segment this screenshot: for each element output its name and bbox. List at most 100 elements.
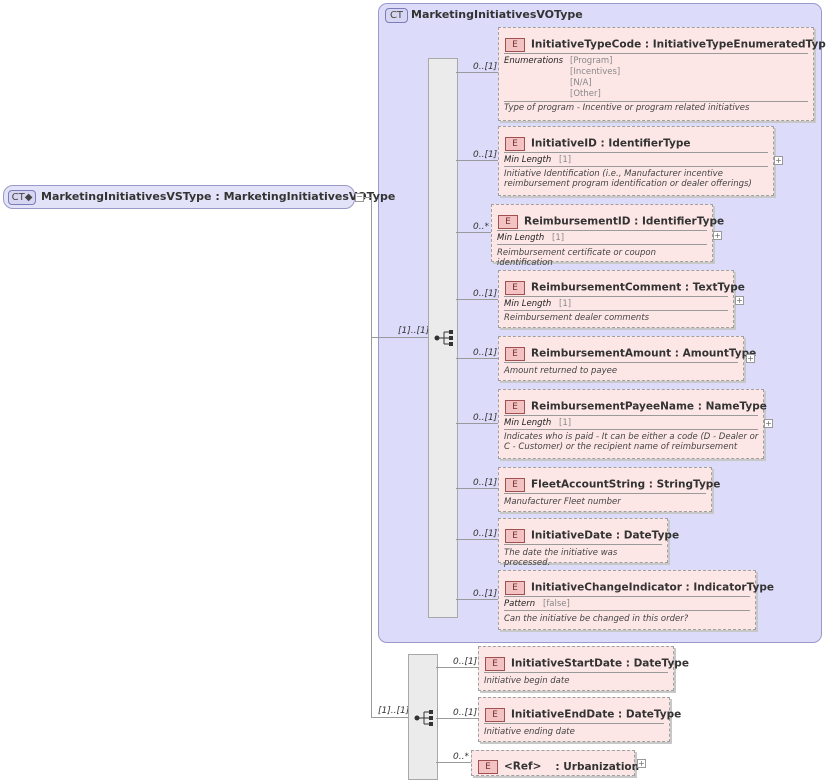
element-badge: E bbox=[498, 214, 518, 229]
element-badge: E bbox=[505, 399, 525, 414]
separator-line bbox=[504, 544, 662, 545]
connector bbox=[456, 423, 498, 424]
connector bbox=[364, 197, 372, 198]
separator-line bbox=[504, 53, 808, 54]
facet-label: Min Length bbox=[504, 418, 552, 428]
separator-line bbox=[484, 672, 668, 673]
element-box[interactable]: E<Ref>: Urbanization bbox=[471, 750, 639, 776]
separator-line bbox=[504, 415, 758, 416]
connector bbox=[436, 762, 472, 763]
element-ref: <Ref> bbox=[504, 760, 542, 773]
root-badge: CT◆ bbox=[8, 190, 36, 205]
element-documentation: Initiative Identification (i.e., Manufac… bbox=[504, 169, 752, 189]
separator-line bbox=[497, 244, 707, 245]
element-box[interactable]: E ReimbursementPayeeName : NameType Min L… bbox=[498, 389, 767, 459]
element-badge: E bbox=[505, 346, 525, 361]
expand-toggle[interactable]: + bbox=[637, 759, 646, 768]
element-name: ReimbursementComment : TextType bbox=[531, 281, 745, 294]
element-documentation: The date the initiative was processed. bbox=[504, 548, 618, 568]
element-name: ReimbursementID : IdentifierType bbox=[524, 215, 725, 228]
separator-line bbox=[504, 429, 758, 430]
facet-value: [1] bbox=[559, 155, 572, 165]
expand-toggle[interactable]: + bbox=[746, 354, 755, 363]
connector bbox=[371, 337, 429, 338]
element-documentation: Reimbursement dealer comments bbox=[504, 313, 650, 323]
expand-toggle[interactable]: + bbox=[774, 156, 783, 165]
occurrence-label: 0..[1] bbox=[473, 348, 498, 358]
connector bbox=[436, 718, 478, 719]
root-name: MarketingInitiativesVSType : MarketingIn… bbox=[41, 190, 396, 203]
connector bbox=[456, 160, 498, 161]
separator-line bbox=[504, 152, 768, 153]
separator-line bbox=[504, 101, 808, 102]
facet-value: [N/A] bbox=[570, 78, 592, 88]
separator-line bbox=[504, 493, 706, 494]
occurrence-label: 0..[1] bbox=[473, 62, 498, 72]
connector bbox=[456, 599, 498, 600]
occurrence-label: 0..* bbox=[453, 752, 469, 762]
element-name: InitiativeChangeIndicator : IndicatorTyp… bbox=[531, 581, 775, 594]
separator-line bbox=[504, 610, 750, 611]
occurrence-label: 0..[1] bbox=[473, 529, 498, 539]
occurrence-label: 0..[1] bbox=[473, 589, 498, 599]
element-name: ReimbursementAmount : AmountType bbox=[531, 347, 757, 360]
occurrence-label: 0..[1] bbox=[473, 289, 498, 299]
group-occurrence: [1]..[1] bbox=[378, 706, 410, 716]
element-name: InitiativeTypeCode : InitiativeTypeEnume… bbox=[531, 38, 826, 51]
separator-line bbox=[497, 230, 707, 231]
element-documentation: Type of program - Incentive or program r… bbox=[504, 103, 750, 113]
expand-toggle[interactable]: + bbox=[764, 419, 773, 428]
facet-value: [false] bbox=[543, 599, 570, 609]
facet-value: [1] bbox=[559, 299, 572, 309]
element-documentation: Initiative ending date bbox=[484, 727, 575, 737]
element-badge: E bbox=[505, 136, 525, 151]
element-badge: E bbox=[505, 280, 525, 295]
connector bbox=[436, 667, 478, 668]
group-occurrence: [1]..[1] bbox=[398, 326, 430, 336]
element-name: InitiativeStartDate : DateType bbox=[511, 657, 689, 670]
sequence-compositor[interactable] bbox=[428, 58, 458, 618]
occurrence-label: 0..[1] bbox=[473, 478, 498, 488]
sequence-icon bbox=[434, 330, 453, 346]
element-documentation: Manufacturer Fleet number bbox=[504, 497, 621, 507]
occurrence-label: 0..[1] bbox=[453, 657, 478, 667]
expand-toggle[interactable]: + bbox=[713, 231, 722, 240]
root-element[interactable]: CT◆ MarketingInitiativesVSType : Marketi… bbox=[3, 185, 395, 209]
expand-toggle[interactable]: + bbox=[735, 296, 744, 305]
facet-value: [1] bbox=[552, 233, 565, 243]
sequence-compositor[interactable] bbox=[408, 654, 438, 780]
facet-value: [Other] bbox=[570, 89, 601, 99]
connector bbox=[456, 299, 498, 300]
element-header: E ReimbursementComment : TextType bbox=[505, 277, 745, 295]
element-header: E ReimbursementAmount : AmountType bbox=[505, 343, 757, 361]
element-header: E<Ref>: Urbanization bbox=[478, 756, 639, 774]
element-documentation: Indicates who is paid - It can be either… bbox=[504, 432, 759, 452]
element-name: FleetAccountString : StringType bbox=[531, 478, 721, 491]
connector bbox=[371, 197, 372, 717]
facet-label: Min Length bbox=[504, 155, 552, 165]
collapse-root-toggle[interactable]: − bbox=[355, 192, 364, 202]
connector bbox=[456, 232, 492, 233]
element-badge: E bbox=[485, 656, 505, 671]
complex-type-title: MarketingInitiativesVOType bbox=[411, 8, 583, 21]
element-name: ReimbursementPayeeName : NameType bbox=[531, 400, 767, 413]
element-header: E ReimbursementID : IdentifierType bbox=[498, 211, 725, 229]
separator-line bbox=[504, 310, 728, 311]
connector bbox=[456, 358, 498, 359]
sequence-icon bbox=[414, 710, 433, 726]
element-documentation: Reimbursement certificate or coupon iden… bbox=[497, 248, 657, 268]
